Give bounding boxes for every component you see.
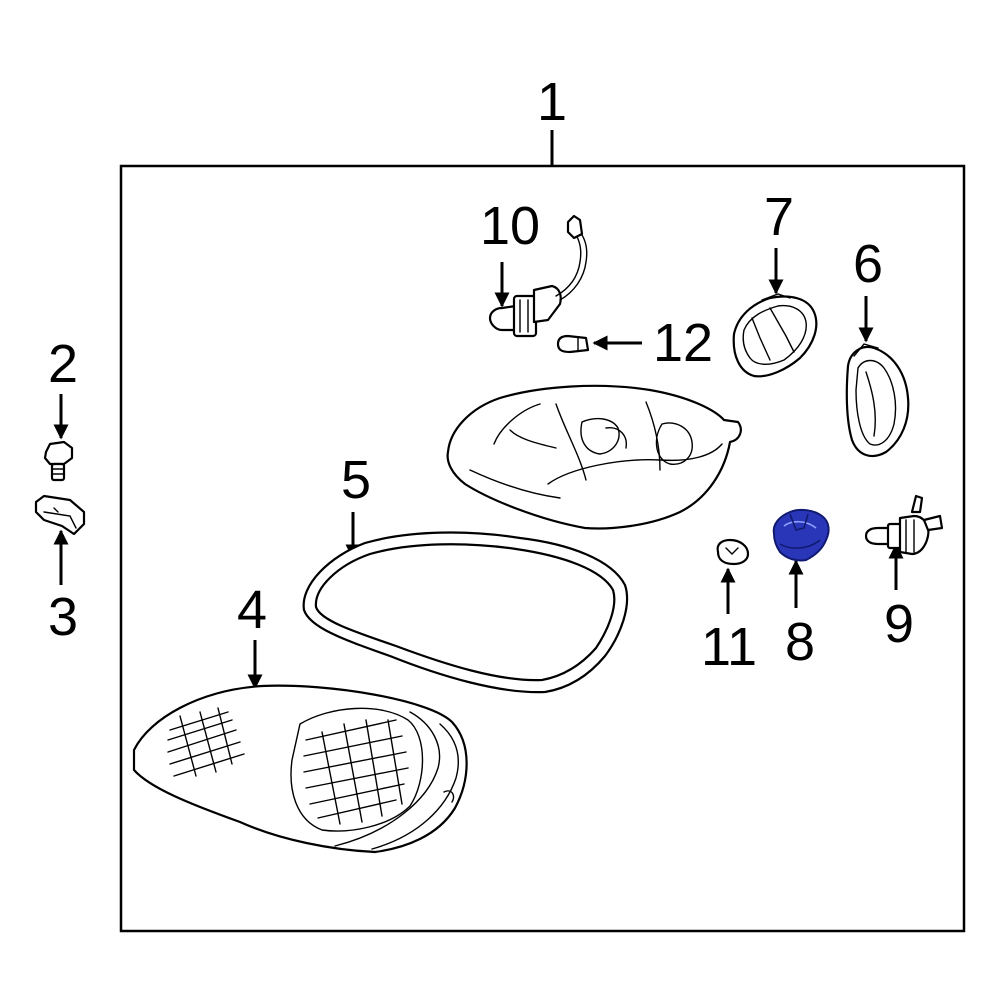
callout-3: 3 [48,587,78,647]
bulb-part-11 [716,538,750,566]
callout-1: 1 [537,72,567,132]
clip-part-3 [34,494,86,536]
socket-part-8 [772,508,830,562]
callout-10: 10 [480,196,540,256]
bolt-part-2 [43,440,74,482]
gasket-part-5 [302,531,629,694]
bulb-part-12 [556,334,590,354]
callout-4: 4 [237,580,267,640]
callout-5: 5 [341,450,371,510]
callout-2: 2 [48,334,78,394]
side-lamp-part-6 [845,343,910,458]
headlamp-lens-part-4 [132,684,468,854]
callout-8: 8 [785,612,815,672]
marker-lamp-part-7 [732,293,818,378]
headlamp-housing [446,384,742,530]
callout-9: 9 [884,594,914,654]
assembly-frame [119,164,966,933]
callout-7: 7 [764,187,794,247]
callout-12: 12 [653,313,713,373]
bulb-part-9 [864,494,944,556]
callout-11: 11 [701,617,757,677]
bulb-wire-part-10 [488,214,588,338]
callout-6: 6 [853,234,883,294]
